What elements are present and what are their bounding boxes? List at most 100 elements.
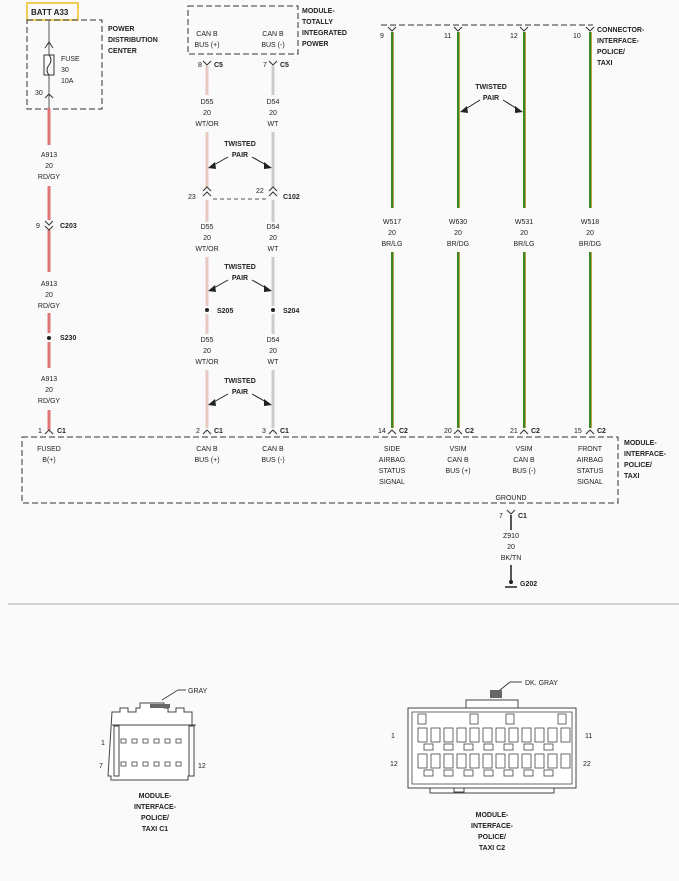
svg-text:INTERFACE-: INTERFACE- [624, 451, 667, 458]
svg-text:21: 21 [510, 428, 518, 435]
svg-text:W630: W630 [449, 219, 467, 226]
c203-label: C203 [60, 223, 77, 230]
svg-text:C1: C1 [518, 513, 527, 520]
svg-text:W531: W531 [515, 219, 533, 226]
svg-text:3: 3 [262, 428, 266, 435]
svg-text:A913: A913 [41, 376, 57, 383]
svg-text:CAN B: CAN B [196, 31, 218, 38]
svg-text:9: 9 [380, 33, 384, 40]
svg-text:SIGNAL: SIGNAL [577, 479, 603, 486]
svg-text:TWISTED: TWISTED [224, 141, 256, 148]
svg-text:FUSED: FUSED [37, 446, 61, 453]
svg-text:7: 7 [99, 763, 103, 770]
svg-text:C2: C2 [597, 428, 606, 435]
svg-text:TWISTED: TWISTED [475, 84, 507, 91]
svg-text:BUS (-): BUS (-) [512, 468, 535, 475]
svg-text:POLICE/: POLICE/ [478, 834, 506, 841]
svg-text:7: 7 [263, 62, 267, 69]
connector-view-c1: GRAY 1 7 12 MODULE- INTERFACE- POLICE/ T… [99, 688, 208, 833]
svg-text:BUS (-): BUS (-) [261, 457, 284, 464]
svg-text:11: 11 [444, 33, 451, 40]
svg-text:TAXI C2: TAXI C2 [479, 845, 505, 852]
svg-text:D55: D55 [201, 224, 214, 231]
svg-text:CAN B: CAN B [262, 31, 284, 38]
svg-text:15: 15 [574, 428, 582, 435]
svg-text:14: 14 [378, 428, 386, 435]
svg-text:GRAY: GRAY [188, 688, 208, 695]
svg-text:20: 20 [388, 230, 396, 237]
svg-text:PAIR: PAIR [232, 389, 248, 396]
svg-text:22: 22 [583, 761, 591, 768]
svg-text:30: 30 [61, 67, 69, 74]
svg-text:11: 11 [585, 733, 592, 740]
svg-text:WT/OR: WT/OR [195, 246, 218, 253]
svg-text:20: 20 [203, 110, 211, 117]
pdc-label-3: CENTER [108, 48, 137, 55]
svg-text:20: 20 [203, 348, 211, 355]
svg-text:MODULE-: MODULE- [476, 812, 509, 819]
svg-text:12: 12 [198, 763, 206, 770]
svg-text:BR/DG: BR/DG [579, 241, 601, 248]
svg-text:BR/DG: BR/DG [447, 241, 469, 248]
s204-label: S204 [283, 308, 299, 315]
svg-text:INTERFACE-: INTERFACE- [471, 823, 514, 830]
svg-text:20: 20 [269, 348, 277, 355]
svg-text:C1: C1 [214, 428, 223, 435]
svg-text:BUS (+): BUS (+) [194, 42, 219, 49]
svg-text:20: 20 [454, 230, 462, 237]
svg-text:POWER: POWER [302, 41, 328, 48]
module-totally-integrated-power: MODULE- TOTALLY INTEGRATED POWER CAN B B… [187, 5, 347, 55]
svg-text:SIGNAL: SIGNAL [379, 479, 405, 486]
svg-text:22: 22 [256, 188, 264, 195]
s205-label: S205 [217, 308, 233, 315]
svg-text:20: 20 [444, 428, 452, 435]
svg-text:D55: D55 [201, 337, 214, 344]
svg-text:AIRBAG: AIRBAG [577, 457, 603, 464]
svg-text:CONNECTOR-: CONNECTOR- [597, 27, 645, 34]
svg-text:20: 20 [507, 544, 515, 551]
svg-text:A913: A913 [41, 152, 57, 159]
svg-text:RD/GY: RD/GY [38, 174, 61, 181]
svg-text:CAN B: CAN B [447, 457, 469, 464]
power-distribution-center: POWER DISTRIBUTION CENTER FUSE 30 10A 30 [26, 19, 158, 110]
svg-text:20: 20 [45, 163, 53, 170]
svg-text:W518: W518 [581, 219, 599, 226]
svg-text:A913: A913 [41, 281, 57, 288]
svg-text:BR/LG: BR/LG [381, 241, 402, 248]
svg-text:WT: WT [268, 121, 280, 128]
c102-label: C102 [283, 194, 300, 201]
svg-text:POLICE/: POLICE/ [141, 815, 169, 822]
svg-text:1: 1 [101, 740, 105, 747]
svg-text:D55: D55 [201, 99, 214, 106]
svg-text:GROUND: GROUND [495, 495, 526, 502]
svg-text:CAN B: CAN B [513, 457, 535, 464]
connector-interface-police-taxi: CONNECTOR- INTERFACE- POLICE/ TAXI [381, 24, 645, 67]
svg-text:CAN B: CAN B [262, 446, 284, 453]
svg-text:1: 1 [391, 733, 395, 740]
svg-text:20: 20 [269, 110, 277, 117]
svg-text:INTERFACE-: INTERFACE- [597, 38, 640, 45]
svg-text:8: 8 [198, 62, 202, 69]
svg-text:POLICE/: POLICE/ [597, 49, 625, 56]
g202-label: G202 [520, 581, 537, 588]
svg-text:12: 12 [390, 761, 398, 768]
svg-text:20: 20 [269, 235, 277, 242]
svg-text:20: 20 [45, 292, 53, 299]
svg-text:RD/GY: RD/GY [38, 303, 61, 310]
pdc-label-1: POWER [108, 26, 134, 33]
connector-view-c2: DK. GRAY 1 11 12 22 [390, 680, 592, 852]
svg-text:BUS (+): BUS (+) [194, 457, 219, 464]
svg-text:TWISTED: TWISTED [224, 378, 256, 385]
svg-text:C5: C5 [280, 62, 289, 69]
svg-text:12: 12 [510, 33, 518, 40]
svg-text:23: 23 [188, 194, 196, 201]
svg-text:WT: WT [268, 246, 280, 253]
svg-text:C1: C1 [280, 428, 289, 435]
module-interface-police-taxi: MODULE- INTERFACE- POLICE/ TAXI 1 C1 2 C… [21, 428, 667, 504]
svg-text:C2: C2 [465, 428, 474, 435]
svg-text:2: 2 [196, 428, 200, 435]
svg-text:20: 20 [45, 387, 53, 394]
svg-text:DK. GRAY: DK. GRAY [525, 680, 558, 687]
svg-text:WT/OR: WT/OR [195, 359, 218, 366]
